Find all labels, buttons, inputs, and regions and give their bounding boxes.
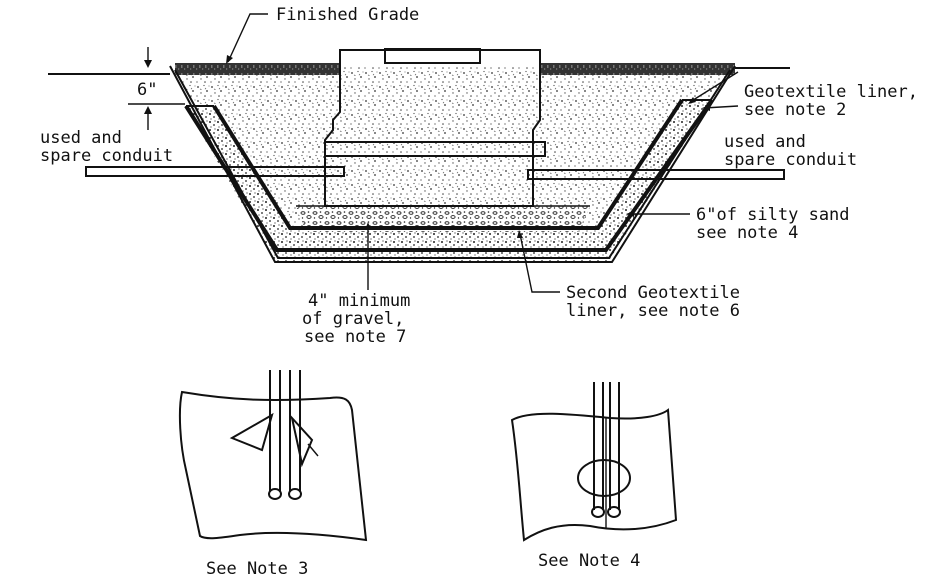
second-geotextile-callout: Second Geotextile liner, see note 6 <box>517 230 740 321</box>
right-conduit-label-line2: spare conduit <box>724 150 857 170</box>
right-conduit <box>527 169 785 180</box>
geotextile-callout: Geotextile liner, see note 2 <box>688 71 918 120</box>
left-conduit-label-line1: used and <box>40 128 122 148</box>
silty-sand-label-line2: see note 4 <box>696 223 798 243</box>
pull-box <box>324 48 546 207</box>
right-conduit-label-line1: used and <box>724 132 806 152</box>
pull-box-hatched-band <box>324 141 546 157</box>
finished-grade-label: Finished Grade <box>276 5 419 25</box>
left-conduit-label-line2: spare conduit <box>40 146 173 166</box>
pull-box-lid-handle <box>384 48 481 64</box>
pull-box-body <box>324 49 541 207</box>
detail-note-4: See Note 4 <box>510 382 678 571</box>
liner-sheet-hole <box>510 408 678 542</box>
see-note-4-label: See Note 4 <box>538 551 640 571</box>
finished-grade-callout: Finished Grade <box>226 5 419 64</box>
six-inch-label: 6" <box>137 80 157 100</box>
six-inch-dimension: 6" <box>128 47 185 130</box>
silty-sand-callout: 6"of silty sand see note 4 <box>626 205 850 243</box>
finished-grade-surface <box>175 63 340 75</box>
gravel-label-line1: 4" minimum <box>308 291 410 311</box>
gravel-label-line3: see note 7 <box>304 327 406 347</box>
geotextile-label-line2: see note 2 <box>744 100 846 120</box>
gravel-layer <box>296 206 590 232</box>
detail-note-3: See Note 3 <box>178 370 368 579</box>
conduits <box>85 166 785 180</box>
excavation-section <box>169 63 736 263</box>
liner-sheet-slit <box>178 390 368 542</box>
silty-sand-label-line1: 6"of silty sand <box>696 205 850 225</box>
gravel-label-line2: of gravel, <box>302 309 404 329</box>
gravel-callout: 4" minimum of gravel, see note 7 <box>302 222 410 347</box>
geotextile-liner <box>184 98 714 252</box>
second-geotextile-label-line2: liner, see note 6 <box>566 301 740 321</box>
second-geotextile-label-line1: Second Geotextile <box>566 283 740 303</box>
left-conduit <box>85 166 345 177</box>
see-note-3-label: See Note 3 <box>206 559 308 579</box>
geotextile-label-line1: Geotextile liner, <box>744 82 918 102</box>
